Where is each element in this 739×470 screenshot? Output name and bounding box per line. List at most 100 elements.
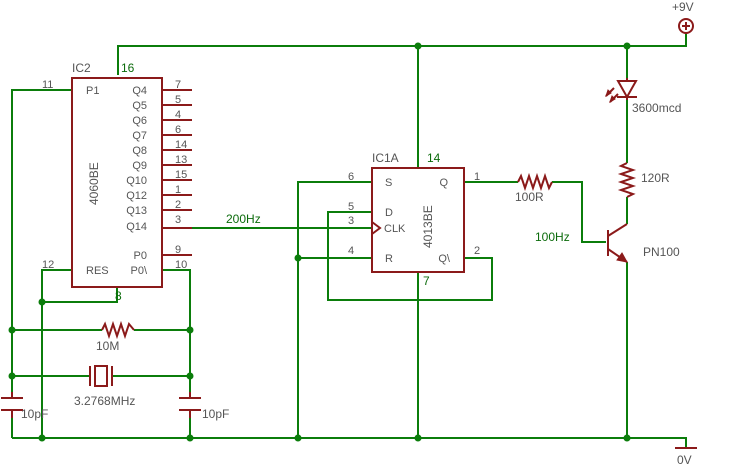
ic2-gnd-wire bbox=[42, 287, 118, 303]
junction-dot bbox=[623, 42, 631, 50]
pin-label: CLK bbox=[384, 223, 406, 235]
pin-number: 4 bbox=[175, 109, 181, 121]
ic1a-body bbox=[371, 167, 465, 273]
resistor-120r: 120R bbox=[617, 162, 670, 198]
crystal: 3.2768MHz bbox=[74, 365, 135, 408]
ic2-part: 4060BE bbox=[87, 162, 101, 205]
pin-number: 11 bbox=[42, 79, 53, 91]
led-label: 3600mcd bbox=[632, 101, 681, 115]
pin-number: 2 bbox=[175, 199, 181, 211]
resistor-icon bbox=[617, 162, 637, 198]
pin-label: Q8 bbox=[132, 145, 147, 157]
pin-label: P1 bbox=[86, 85, 99, 97]
capacitor-right-label: 10pF bbox=[202, 407, 229, 421]
pin-number: 5 bbox=[348, 201, 354, 213]
crystal-icon bbox=[94, 365, 108, 387]
light-arrow-icon bbox=[609, 95, 616, 104]
capacitor-left: 10pF bbox=[1, 392, 48, 421]
pin-number: 4 bbox=[348, 245, 354, 257]
junction-dot bbox=[294, 254, 302, 262]
resistor-100r-label: 100R bbox=[515, 190, 544, 204]
led-icon bbox=[616, 80, 638, 100]
ic2-p1-wire bbox=[11, 89, 72, 392]
pin-label: Q4 bbox=[132, 85, 147, 97]
ic1a-pin-s: 6 S bbox=[348, 171, 392, 189]
pin-label: R bbox=[385, 253, 393, 265]
junction-dot bbox=[8, 326, 16, 334]
net-100hz-wire bbox=[552, 181, 606, 243]
ic2: IC2 4060BE 16 8 11 P1 12 RES Q4 7 Q5 5 Q… bbox=[42, 61, 192, 303]
ic1a-vdd-pin: 14 bbox=[427, 151, 441, 165]
pin-label: Q13 bbox=[126, 205, 147, 217]
pin-number: 10 bbox=[175, 259, 187, 271]
ic1a-pin-qbar: Q\ 2 bbox=[438, 245, 480, 265]
transistor-pn100: PN100 bbox=[607, 223, 680, 263]
gnd-terminal: 0V bbox=[675, 447, 697, 467]
vdd-label: +9V bbox=[672, 0, 694, 14]
ic2-name: IC2 bbox=[72, 61, 91, 75]
junction-dot bbox=[186, 326, 194, 334]
gnd-label: 0V bbox=[677, 453, 692, 467]
pin-number: 6 bbox=[175, 124, 181, 136]
pin-label: Q12 bbox=[126, 190, 147, 202]
qbar-to-d-wire bbox=[327, 211, 493, 301]
net-200hz-label: 200Hz bbox=[226, 212, 261, 226]
pin-number: 15 bbox=[175, 169, 187, 181]
vdd-terminal: +9V bbox=[672, 0, 694, 34]
pin-label: Q6 bbox=[132, 115, 147, 127]
ic2-pin-res: 12 RES bbox=[42, 259, 109, 277]
transistor-icon bbox=[607, 223, 628, 237]
pin-label: Q14 bbox=[126, 221, 147, 233]
ic1a-name: IC1A bbox=[372, 151, 399, 165]
ic2-body bbox=[71, 77, 163, 288]
pin-number: 1 bbox=[175, 184, 181, 196]
ic1a-pin-q: Q 1 bbox=[439, 171, 480, 189]
pin-label: Q\ bbox=[438, 253, 451, 265]
ic2-res-wire bbox=[41, 269, 72, 438]
junction-dot bbox=[294, 434, 302, 442]
pin-number: 14 bbox=[175, 139, 187, 151]
pin-number: 5 bbox=[175, 94, 181, 106]
resistor-120r-label: 120R bbox=[641, 171, 670, 185]
capacitor-right: 10pF bbox=[179, 392, 229, 421]
pin-label: Q bbox=[439, 177, 448, 189]
pin-number: 6 bbox=[348, 171, 354, 183]
ic1a-pin-d: 5 D bbox=[348, 201, 393, 219]
resistor-10m: 10M bbox=[96, 320, 135, 353]
ic2-p0n-wire bbox=[162, 269, 191, 392]
plus-terminal-icon bbox=[678, 18, 694, 34]
gnd-rail bbox=[12, 437, 687, 448]
junction-dot bbox=[186, 372, 194, 380]
ic2-pin-p1: 11 P1 bbox=[42, 79, 99, 97]
junction-dot bbox=[38, 434, 46, 442]
pin-label: P0 bbox=[134, 250, 147, 262]
junction-dot bbox=[623, 434, 631, 442]
pin-number: 7 bbox=[175, 79, 181, 91]
capacitor-left-label: 10pF bbox=[21, 407, 48, 421]
pin-label: Q5 bbox=[132, 100, 147, 112]
junctions bbox=[8, 42, 631, 442]
ic1a-pin-clk: 3 CLK bbox=[348, 215, 406, 235]
transistor-label: PN100 bbox=[643, 245, 680, 259]
resistor-10m-label: 10M bbox=[96, 339, 119, 353]
junction-dot bbox=[186, 434, 194, 442]
ic1a-part: 4013BE bbox=[421, 205, 435, 248]
ic1a-pin-r: 4 R bbox=[348, 245, 393, 265]
light-arrow-icon bbox=[605, 89, 612, 98]
pin-number: 1 bbox=[474, 171, 480, 183]
pin-number: 12 bbox=[42, 259, 54, 271]
resistor-icon bbox=[517, 172, 553, 192]
vdd-rail bbox=[117, 33, 687, 75]
pin-label: Q9 bbox=[132, 160, 147, 172]
pin-number: 13 bbox=[175, 154, 187, 166]
ic1a-s-wire bbox=[297, 181, 372, 438]
junction-dot bbox=[38, 298, 46, 306]
pin-label: Q10 bbox=[126, 175, 147, 187]
ic2-vdd-pin: 16 bbox=[121, 61, 135, 75]
pin-number: 3 bbox=[348, 215, 354, 227]
net-100hz-label: 100Hz bbox=[535, 230, 570, 244]
resistor-100r: 100R bbox=[515, 172, 553, 204]
clock-triangle bbox=[371, 221, 382, 235]
ic1a-gnd-pin: 7 bbox=[423, 274, 430, 288]
